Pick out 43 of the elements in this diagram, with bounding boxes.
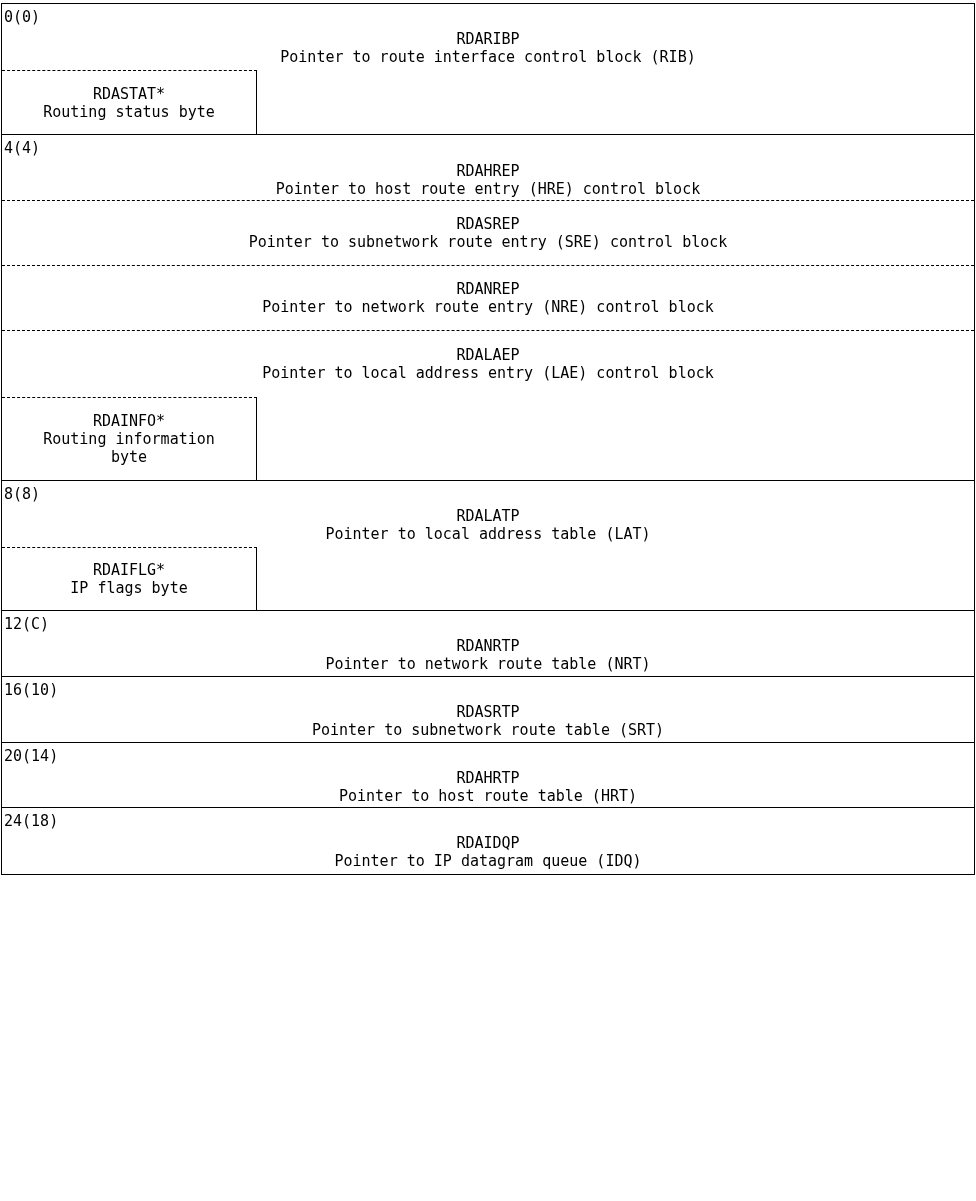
offset-label: 8(8) (4, 485, 41, 503)
offset-row (1, 676, 975, 743)
offset-label: 16(10) (4, 681, 59, 699)
field-name: RDANREP (456, 280, 520, 298)
field-description: Routing status byte (43, 102, 215, 121)
field-name: RDARIBP (456, 30, 520, 48)
field-name: RDASTAT* (92, 84, 166, 103)
field-name: RDAIDQP (456, 834, 520, 852)
offset-row (1, 480, 975, 611)
field-name: RDAHRTP (456, 769, 520, 787)
offset-label: 0(0) (4, 8, 41, 26)
offset-label: 4(4) (4, 139, 41, 157)
field-name: RDANRTP (456, 637, 520, 655)
offset-row (1, 3, 975, 135)
offset-label: 24(18) (4, 812, 59, 830)
field-description: Pointer to host route entry (HRE) control block (275, 179, 701, 198)
byte-field (2, 547, 257, 610)
field-name: RDALAEP (456, 346, 520, 364)
field-description: Pointer to network route table (NRT) (325, 655, 651, 673)
field-description: IP flags byte (70, 579, 188, 597)
field-name: RDALATP (456, 507, 520, 525)
field-description: Pointer to route interface control block (RIB) (280, 48, 696, 66)
byte-field (2, 397, 257, 480)
field-name: RDAINFO* (92, 412, 166, 430)
offset-row (1, 134, 975, 481)
field-description: Pointer to local address entry (LAE) control block (262, 364, 714, 382)
offset-row (1, 610, 975, 677)
field-name: RDASREP (456, 215, 520, 233)
field-description: Pointer to host route table (HRT) (339, 787, 637, 805)
field-description: Pointer to network route entry (NRE) control block (262, 298, 714, 316)
field-description: Pointer to local address table (LAT) (325, 525, 651, 543)
field-name: RDASRTP (456, 703, 520, 721)
field-name: RDAIFLG* (92, 561, 166, 579)
field-description: Pointer to subnetwork route entry (SRE) control block (248, 233, 728, 251)
field-description: Routing information byte (42, 430, 216, 466)
byte-field (2, 70, 257, 134)
field-description: Pointer to IP datagram queue (IDQ) (334, 852, 642, 870)
field-description: Pointer to subnetwork route table (SRT) (311, 721, 665, 739)
field-name: RDAHREP (456, 161, 520, 180)
offset-row (1, 807, 975, 875)
offset-label: 20(14) (4, 747, 59, 765)
offset-label: 12(C) (4, 615, 50, 633)
offset-row (1, 742, 975, 808)
